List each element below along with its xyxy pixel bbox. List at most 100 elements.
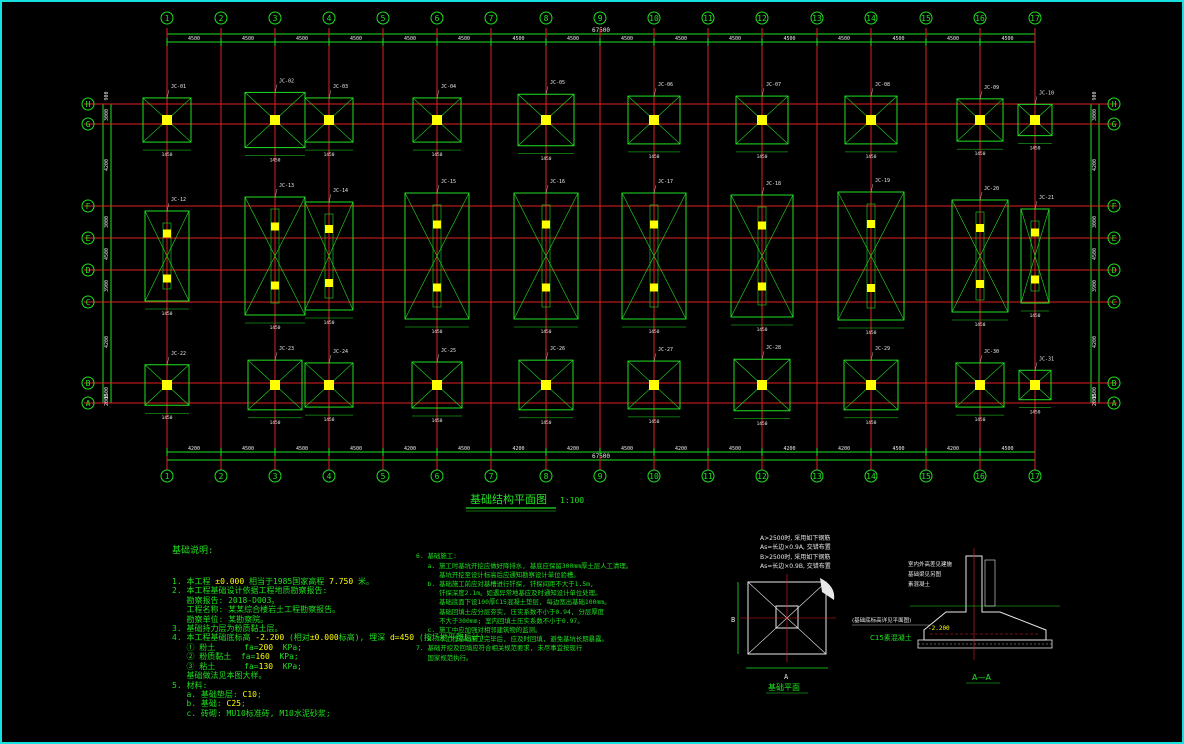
grid-bubble[interactable] [214, 469, 228, 483]
grid-bubble[interactable] [322, 469, 336, 483]
note-line: 7. 基础开挖及回填应符合相关规范要求, 未尽事宜按现行 [416, 644, 583, 653]
grid-bubble[interactable] [430, 469, 444, 483]
grid-bubble[interactable] [268, 469, 282, 483]
grid-label-y: G [86, 120, 91, 129]
grid-bubble[interactable] [919, 11, 933, 25]
note-line: 工程名称: 某某综合楼岩土工程勘察报告。 [172, 605, 341, 615]
grid-bubble[interactable] [430, 11, 444, 25]
rebar-note-a: A>2500时, 采用如下钢筋 [760, 534, 830, 542]
grid-bubble[interactable] [160, 469, 174, 483]
grid-bubble[interactable] [864, 469, 878, 483]
footing-label: JC-05 [550, 80, 565, 86]
grid-bubble[interactable] [376, 469, 390, 483]
grid-bubble[interactable] [973, 469, 987, 483]
grid-bubble[interactable] [1107, 97, 1121, 111]
grid-bubble[interactable] [1107, 263, 1121, 277]
grid-bubble[interactable] [810, 11, 824, 25]
grid-bubble[interactable] [539, 469, 553, 483]
grid-bubble[interactable] [755, 11, 769, 25]
grid-label-y: A [86, 399, 91, 408]
grid-bubble[interactable] [1107, 396, 1121, 410]
grid-bubble[interactable] [1107, 199, 1121, 213]
grid-bubble[interactable] [376, 11, 390, 25]
grid-bubble[interactable] [81, 199, 95, 213]
grid-bubble[interactable] [919, 469, 933, 483]
grid-bubble[interactable] [484, 11, 498, 25]
grid-bubble[interactable] [1028, 11, 1042, 25]
grid-label-x: 8 [544, 472, 549, 481]
grid-bubble[interactable] [647, 469, 661, 483]
grid-bubble[interactable] [701, 11, 715, 25]
grid-bubble[interactable] [1107, 376, 1121, 390]
grid-label-x: 2 [219, 472, 224, 481]
grid-bubble[interactable] [755, 469, 769, 483]
span-dim-top: 4500 [512, 36, 524, 42]
grid-bubble[interactable] [701, 469, 715, 483]
grid-bubble[interactable] [593, 11, 607, 25]
grid-bubble[interactable] [484, 469, 498, 483]
footing-label: JC-02 [279, 78, 294, 84]
grid-bubble[interactable] [864, 11, 878, 25]
grid-label-x: 10 [649, 14, 659, 23]
grid-bubble[interactable] [214, 11, 228, 25]
grid-bubble[interactable] [81, 231, 95, 245]
grid-bubble[interactable] [81, 97, 95, 111]
grid-bubble[interactable] [268, 11, 282, 25]
grid-bubble[interactable] [539, 11, 553, 25]
footing-label: JC-09 [984, 85, 999, 91]
grid-bubble[interactable] [1107, 295, 1121, 309]
grid-bubble[interactable] [593, 469, 607, 483]
grid-bubble[interactable] [1107, 117, 1121, 131]
grid-bubble[interactable] [81, 376, 95, 390]
grid-bubble[interactable] [81, 263, 95, 277]
grid-bubble[interactable] [160, 11, 174, 25]
grid-bubble[interactable] [81, 295, 95, 309]
section-note-4: (基础底标高详见平面图) [852, 616, 911, 624]
grid-bubble[interactable] [81, 396, 95, 410]
span-dim-bottom: 4200 [675, 446, 687, 452]
side-dim: 4200 [1092, 336, 1098, 348]
grid-bubble[interactable] [647, 11, 661, 25]
grid-bubble[interactable] [973, 11, 987, 25]
span-dim-top: 4500 [567, 36, 579, 42]
grid-bubble[interactable] [322, 11, 336, 25]
note-line: 6. 基础施工: [416, 552, 457, 561]
note-line: d. 本工程基础施工完毕后, 应及时回填, 避免基坑长期暴露。 [416, 635, 608, 644]
grid-bubble[interactable] [81, 117, 95, 131]
grid-bubble[interactable] [1107, 231, 1121, 245]
grid-bubble[interactable] [810, 469, 824, 483]
section-note-3: 素混凝土 [908, 580, 931, 588]
grid-bubble[interactable] [1028, 469, 1042, 483]
